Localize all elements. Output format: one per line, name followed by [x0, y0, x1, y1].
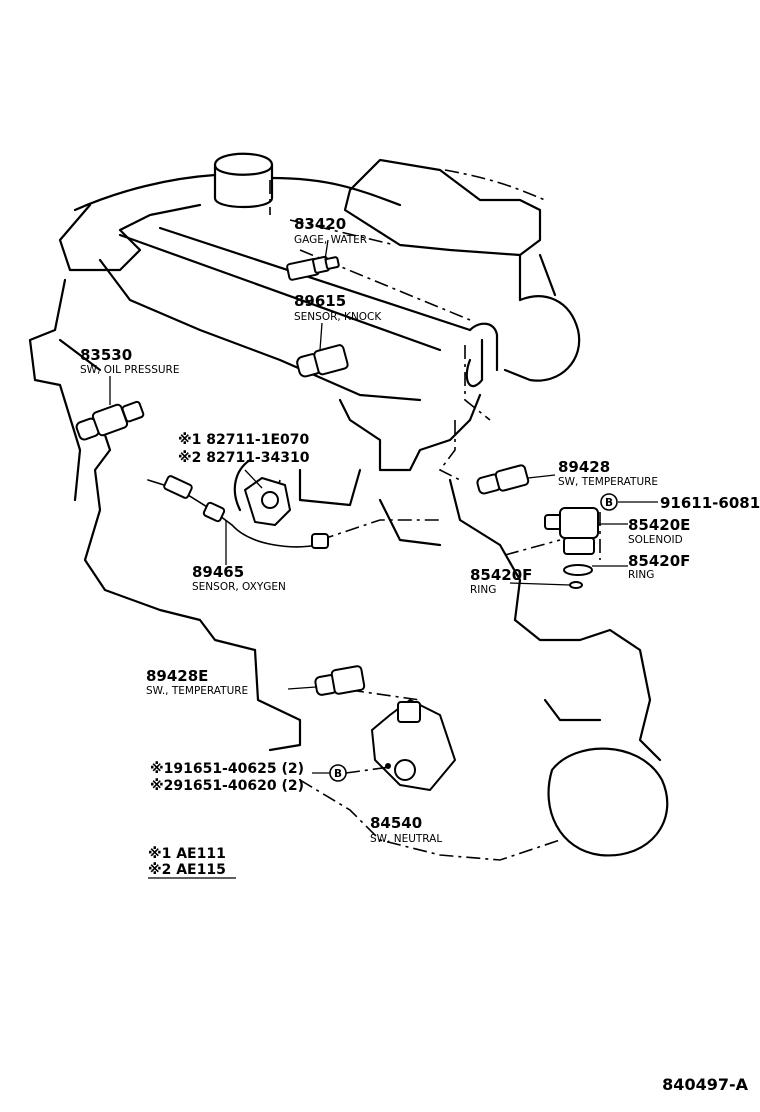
oil-pressure-switch-part	[75, 400, 145, 441]
part-number-82711-ae115: ※2 82711-34310	[178, 450, 310, 466]
part-name-gage-water: GAGE, WATER	[294, 234, 367, 246]
oxygen-sensor-bracket-part	[244, 477, 291, 526]
part-number-91651-ae111: ※191651-40625 (2)	[150, 761, 304, 777]
label-83420: 83420 GAGE, WATER	[294, 215, 367, 246]
part-number-84540: 84540	[370, 814, 422, 832]
legend-line-ae111: ※1 AE111	[148, 846, 226, 862]
part-name-sw-neutral: SW, NEUTRAL	[370, 833, 442, 845]
b-marker-letter: B	[605, 497, 613, 509]
part-name-ring-right: RING	[628, 569, 654, 581]
label-89428: 89428 SW, TEMPERATURE	[558, 458, 658, 488]
part-name-sw-temperature-e: SW., TEMPERATURE	[146, 685, 248, 697]
part-number-89428: 89428	[558, 458, 610, 476]
b-marker-circle	[600, 493, 618, 511]
part-name-ring-left: RING	[470, 584, 496, 596]
temperature-switch-part	[476, 464, 530, 495]
label-89465: 89465 SENSOR, OXYGEN	[192, 563, 286, 593]
part-number-85420F-right: 85420F	[628, 552, 690, 570]
part-number-82711-ae111: ※1 82711-1E070	[178, 432, 310, 448]
label-84540: 84540 SW, NEUTRAL	[370, 814, 442, 845]
temperature-switch-e-part	[314, 665, 366, 696]
part-name-solenoid: SOLENOID	[628, 534, 683, 546]
neutral-switch-part	[371, 699, 456, 791]
part-number-83530: 83530	[80, 346, 132, 364]
solenoid-part	[544, 507, 599, 576]
model-legend: ※1 AE111 ※2 AE115	[148, 846, 236, 879]
engine-outline	[28, 152, 669, 861]
part-name-sw-oil-pressure: SW, OIL PRESSURE	[80, 364, 179, 376]
label-82711: ※1 82711-1E070 ※2 82711-34310	[178, 432, 310, 466]
ring-part	[569, 581, 583, 589]
part-number-83420: 83420	[294, 215, 346, 233]
part-number-91651-ae115: ※291651-40620 (2)	[150, 778, 304, 794]
part-number-89615: 89615	[294, 292, 346, 310]
part-name-sw-temperature: SW, TEMPERATURE	[558, 476, 658, 488]
knock-sensor-part	[296, 344, 349, 378]
label-85420E: 85420E SOLENOID	[628, 516, 690, 546]
label-91611: B 91611-60816	[600, 493, 760, 512]
label-89615: 89615 SENSOR, KNOCK	[294, 292, 382, 323]
label-91651: ※191651-40625 (2) ※291651-40620 (2) B	[150, 761, 347, 794]
part-number-89428E: 89428E	[146, 667, 208, 685]
part-number-85420E: 85420E	[628, 516, 690, 534]
part-number-89465: 89465	[192, 563, 244, 581]
label-85420F-left: 85420F RING	[470, 566, 532, 596]
label-83530: 83530 SW, OIL PRESSURE	[80, 346, 179, 376]
part-number-85420F-left: 85420F	[470, 566, 532, 584]
label-85420F-right: 85420F RING	[628, 552, 690, 581]
label-89428E: 89428E SW., TEMPERATURE	[146, 667, 248, 697]
b-marker-circle-2	[329, 764, 347, 782]
oxygen-sensor-part	[147, 475, 329, 549]
leader-lines	[109, 239, 658, 774]
part-number-91611: 91611-60816	[660, 494, 760, 512]
diagram-code: 840497-A	[662, 1075, 748, 1094]
b-marker-letter-2: B	[334, 768, 342, 780]
part-name-sensor-oxygen: SENSOR, OXYGEN	[192, 581, 286, 593]
part-name-sensor-knock: SENSOR, KNOCK	[294, 311, 382, 323]
water-gage-part	[286, 255, 340, 281]
legend-line-ae115: ※2 AE115	[148, 862, 226, 878]
